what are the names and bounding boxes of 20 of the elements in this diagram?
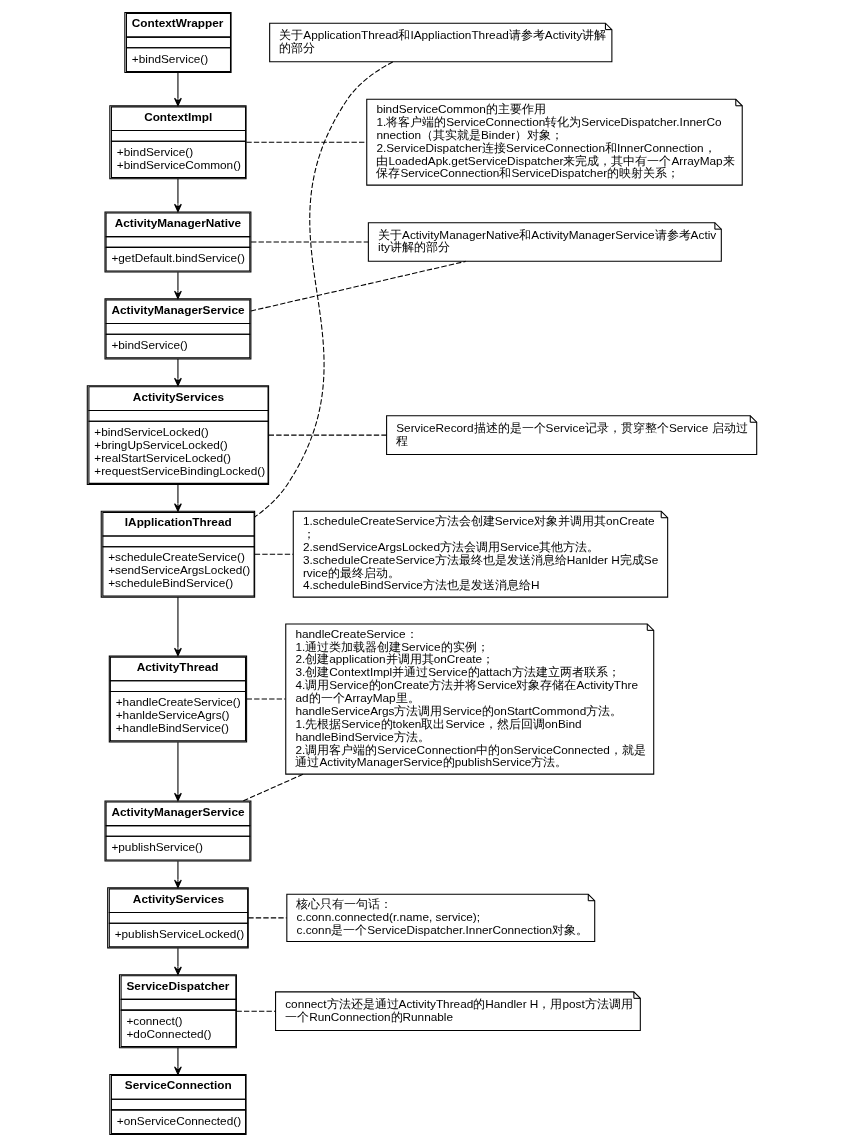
arrow — [173, 741, 182, 802]
arrow — [173, 860, 182, 889]
connector — [267, 434, 387, 436]
connector — [253, 553, 294, 555]
connector — [235, 1010, 276, 1012]
connector — [245, 141, 367, 143]
connector — [253, 61, 393, 518]
arrow — [173, 1047, 182, 1075]
arrow — [173, 178, 182, 213]
arrow — [173, 596, 182, 657]
arrow — [173, 72, 182, 107]
arrow — [173, 484, 182, 512]
connector — [250, 241, 369, 243]
connector — [250, 260, 466, 312]
arrow — [173, 271, 182, 300]
arrow — [173, 947, 182, 975]
connector — [247, 917, 287, 919]
connector — [245, 698, 286, 700]
connector — [242, 773, 303, 802]
arrow — [173, 358, 182, 387]
